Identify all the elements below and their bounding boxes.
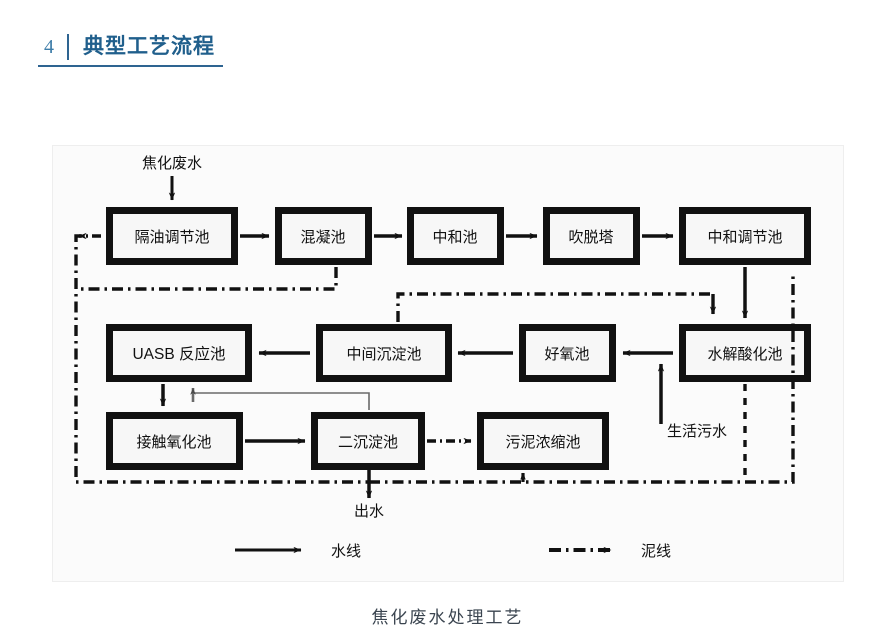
process-flow-diagram: 隔油调节池 混凝池 中和池 吹脱塔 中和调节池 UASB 反应池 中间沉淀池 xyxy=(52,145,844,582)
node-contact-oxidation-tank[interactable]: 接触氧化池 xyxy=(106,412,243,470)
node-uasb-reactor[interactable]: UASB 反应池 xyxy=(106,324,252,382)
influent-label: 焦化废水 xyxy=(142,155,202,172)
node-intermediate-sedimentation-tank[interactable]: 中间沉淀池 xyxy=(316,324,452,382)
node-label: 二沉淀池 xyxy=(338,434,398,451)
node-label: 中和调节池 xyxy=(707,229,782,246)
node-hydrolysis-acidification-tank[interactable]: 水解酸化池 xyxy=(679,324,811,382)
node-label: 吹脱塔 xyxy=(568,229,613,246)
sludge-line-left-return xyxy=(74,234,369,484)
sludge-line-intermediate-out xyxy=(396,292,713,322)
node-label: 接触氧化池 xyxy=(136,434,211,451)
effluent-label: 出水 xyxy=(354,503,384,520)
node-label: 隔油调节池 xyxy=(134,229,209,246)
node-stripping-tower[interactable]: 吹脱塔 xyxy=(543,207,640,265)
sludge-line-coagulation-out xyxy=(76,267,338,291)
node-neutralization-regulating-tank[interactable]: 中和调节池 xyxy=(679,207,811,265)
legend-label-water-line: 水线 xyxy=(331,543,361,560)
section-number: 4 xyxy=(44,36,54,58)
node-secondary-sedimentation-tank[interactable]: 二沉淀池 xyxy=(311,412,425,470)
node-label: 水解酸化池 xyxy=(707,346,782,363)
node-label: 污泥浓缩池 xyxy=(505,434,580,451)
node-aerobic-tank[interactable]: 好氧池 xyxy=(519,324,616,382)
node-oil-separation-regulating-tank[interactable]: 隔油调节池 xyxy=(106,207,238,265)
node-label: 混凝池 xyxy=(300,229,345,246)
domestic-sewage-label: 生活污水 xyxy=(667,423,727,440)
header-divider xyxy=(67,34,69,60)
section-header-inner: 4 典型工艺流程 xyxy=(38,32,223,67)
node-label: 好氧池 xyxy=(544,346,589,363)
node-label: 中和池 xyxy=(432,229,477,246)
node-label: UASB 反应池 xyxy=(132,344,225,363)
legend: 水线 泥线 xyxy=(235,543,671,560)
figure-caption: 焦化废水处理工艺 xyxy=(371,608,524,627)
node-coagulation-tank[interactable]: 混凝池 xyxy=(275,207,372,265)
node-neutralization-tank[interactable]: 中和池 xyxy=(407,207,504,265)
node-label: 中间沉淀池 xyxy=(346,346,421,363)
legend-item-water-line: 水线 xyxy=(235,543,361,560)
legend-item-sludge-line: 泥线 xyxy=(549,543,671,560)
node-sludge-thickening-tank[interactable]: 污泥浓缩池 xyxy=(477,412,609,470)
sludge-line-bottom-right xyxy=(369,276,795,484)
section-header: 4 典型工艺流程 xyxy=(38,32,223,67)
legend-label-sludge-line: 泥线 xyxy=(641,543,671,560)
page-title: 典型工艺流程 xyxy=(83,35,215,58)
